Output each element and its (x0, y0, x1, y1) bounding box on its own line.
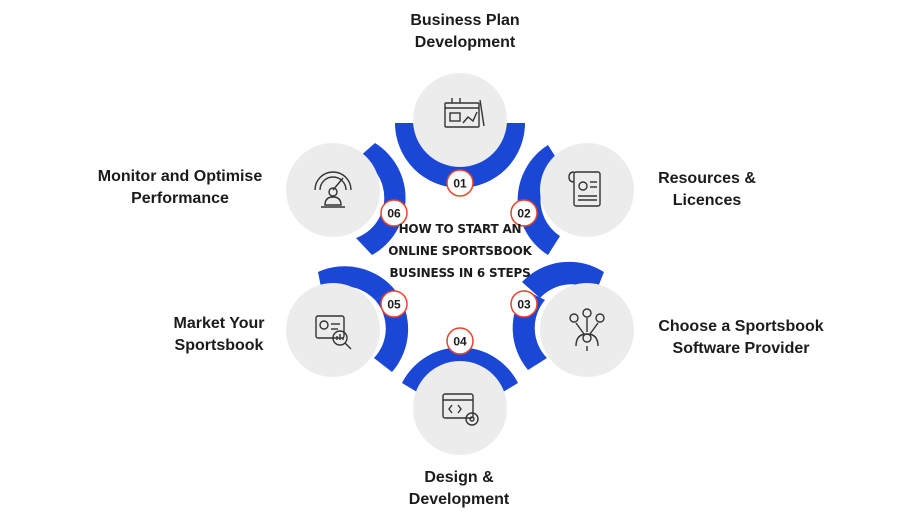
step-node-06 (286, 143, 406, 255)
number-badge-05-text: 05 (387, 298, 401, 312)
number-badge-06-text: 06 (387, 207, 401, 221)
step-label-04-line-1: Design & (424, 469, 494, 486)
step-label-06-line-1: Monitor and Optimise (97, 168, 263, 185)
step-node-01 (395, 73, 525, 188)
step-label-06: Monitor and Optimise Performance (70, 166, 290, 210)
step-label-06-line-2: Performance (131, 190, 229, 207)
number-badge-04: 04 (446, 327, 474, 355)
step-label-02-line-1: Resources & (658, 170, 756, 187)
step-arc-01 (395, 123, 525, 188)
step-arc-05 (318, 266, 395, 300)
number-badge-01: 01 (446, 169, 474, 197)
analytics-magnifier-icon (315, 315, 352, 350)
number-badge-02: 02 (510, 199, 538, 227)
step-label-04: Design & Development (349, 467, 569, 511)
number-badge-06: 06 (380, 199, 408, 227)
code-window-gear-icon (442, 393, 479, 426)
step-label-02: Resources & Licences (597, 168, 817, 212)
step-label-02-line-2: Licences (672, 192, 742, 209)
step-label-01-line-2: Development (414, 34, 516, 51)
step-label-04-line-2: Development (408, 491, 510, 508)
number-badge-02-text: 02 (517, 207, 531, 221)
number-badge-04-text: 04 (453, 335, 467, 349)
number-badge-03-text: 03 (517, 298, 531, 312)
center-title-line-2: ONLINE SPORTSBOOK (388, 244, 532, 258)
step-label-03-line-2: Software Provider (672, 340, 810, 357)
step-arc-03 (522, 261, 604, 298)
step-label-03: Choose a Sportsbook Software Provider (631, 316, 851, 360)
center-title: HOW TO START AN ONLINE SPORTSBOOK BUSINE… (368, 218, 552, 284)
number-badge-01-text: 01 (453, 177, 467, 191)
step-label-01: Business Plan Development (355, 10, 575, 54)
network-users-icon (569, 308, 605, 351)
step-circle-05 (286, 283, 380, 377)
step-label-01-line-1: Business Plan (410, 12, 520, 29)
blueprint-icon (444, 98, 485, 128)
certificate-icon (568, 171, 601, 207)
number-badge-05: 05 (380, 290, 408, 318)
speedometer-user-icon (314, 171, 352, 208)
step-label-05: Market Your Sportsbook (109, 313, 329, 357)
center-title-line-3: BUSINESS IN 6 STEPS (389, 266, 531, 280)
step-node-04 (402, 347, 518, 455)
number-badge-03: 03 (510, 290, 538, 318)
center-title-line-1: HOW TO START AN (398, 222, 522, 236)
step-arc-06 (356, 143, 406, 255)
step-label-05-line-2: Sportsbook (174, 337, 264, 354)
step-circle-02 (540, 143, 634, 237)
step-label-05-line-1: Market Your (173, 315, 265, 332)
step-node-02 (517, 143, 634, 255)
step-label-03-line-1: Choose a Sportsbook (658, 318, 824, 335)
